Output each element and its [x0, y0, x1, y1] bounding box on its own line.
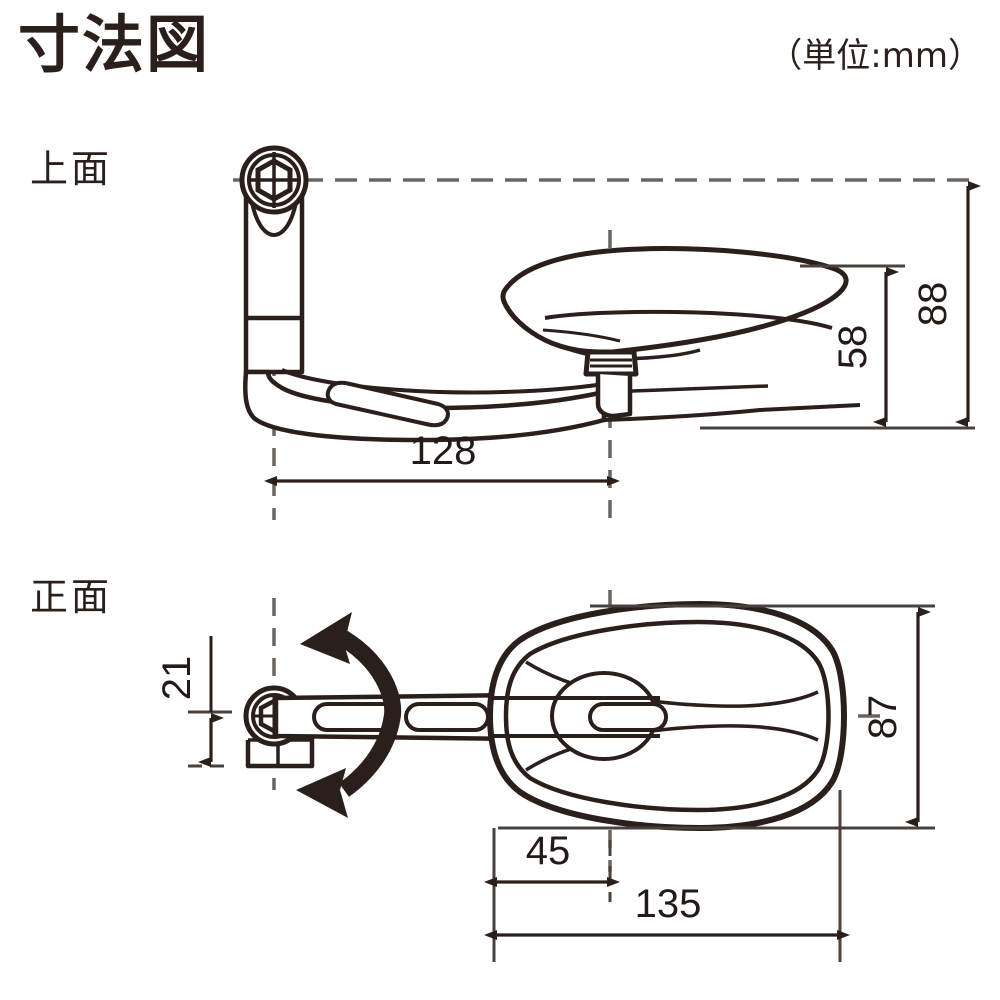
dimension-label-88: 88: [911, 282, 955, 327]
front-view-arm-slot-2: [404, 702, 490, 732]
front-view-arm-slot-4: [588, 702, 668, 732]
dimension-label-128: 128: [410, 429, 477, 473]
view-label-front: 正面: [30, 575, 113, 619]
top-view-pivot-joint: [583, 349, 639, 377]
front-view-lens-lower-curve: [525, 724, 819, 772]
front-view-group: 87 21 45 135: [155, 590, 935, 962]
top-view-pivot-stem: [595, 374, 633, 419]
dimension-label-58: 58: [831, 325, 875, 370]
unit-note: （単位:mm）: [768, 36, 982, 76]
dimension-label-21: 21: [155, 656, 199, 701]
top-view-mirror-head-outline: [500, 246, 849, 355]
dimension-label-45: 45: [526, 829, 571, 873]
top-view-arm-slot: [325, 380, 450, 428]
top-view-arm-top-edge: [281, 368, 605, 395]
dimension-label-87: 87: [861, 695, 905, 740]
dimension-label-135: 135: [635, 882, 702, 926]
view-label-top: 上面: [30, 147, 113, 191]
curved-double-arrow-icon: [296, 612, 402, 818]
front-view-lens-upper-curve: [525, 660, 819, 708]
front-view-arm-through-head: [490, 696, 660, 738]
top-view-group: 58 88 128: [233, 145, 981, 520]
top-view-mirror-lens-edge-2: [542, 328, 621, 343]
top-view-arm-right-extension: [603, 403, 861, 422]
page-title: 寸法図: [18, 8, 211, 81]
top-view-mirror-lens-edge: [544, 309, 833, 330]
